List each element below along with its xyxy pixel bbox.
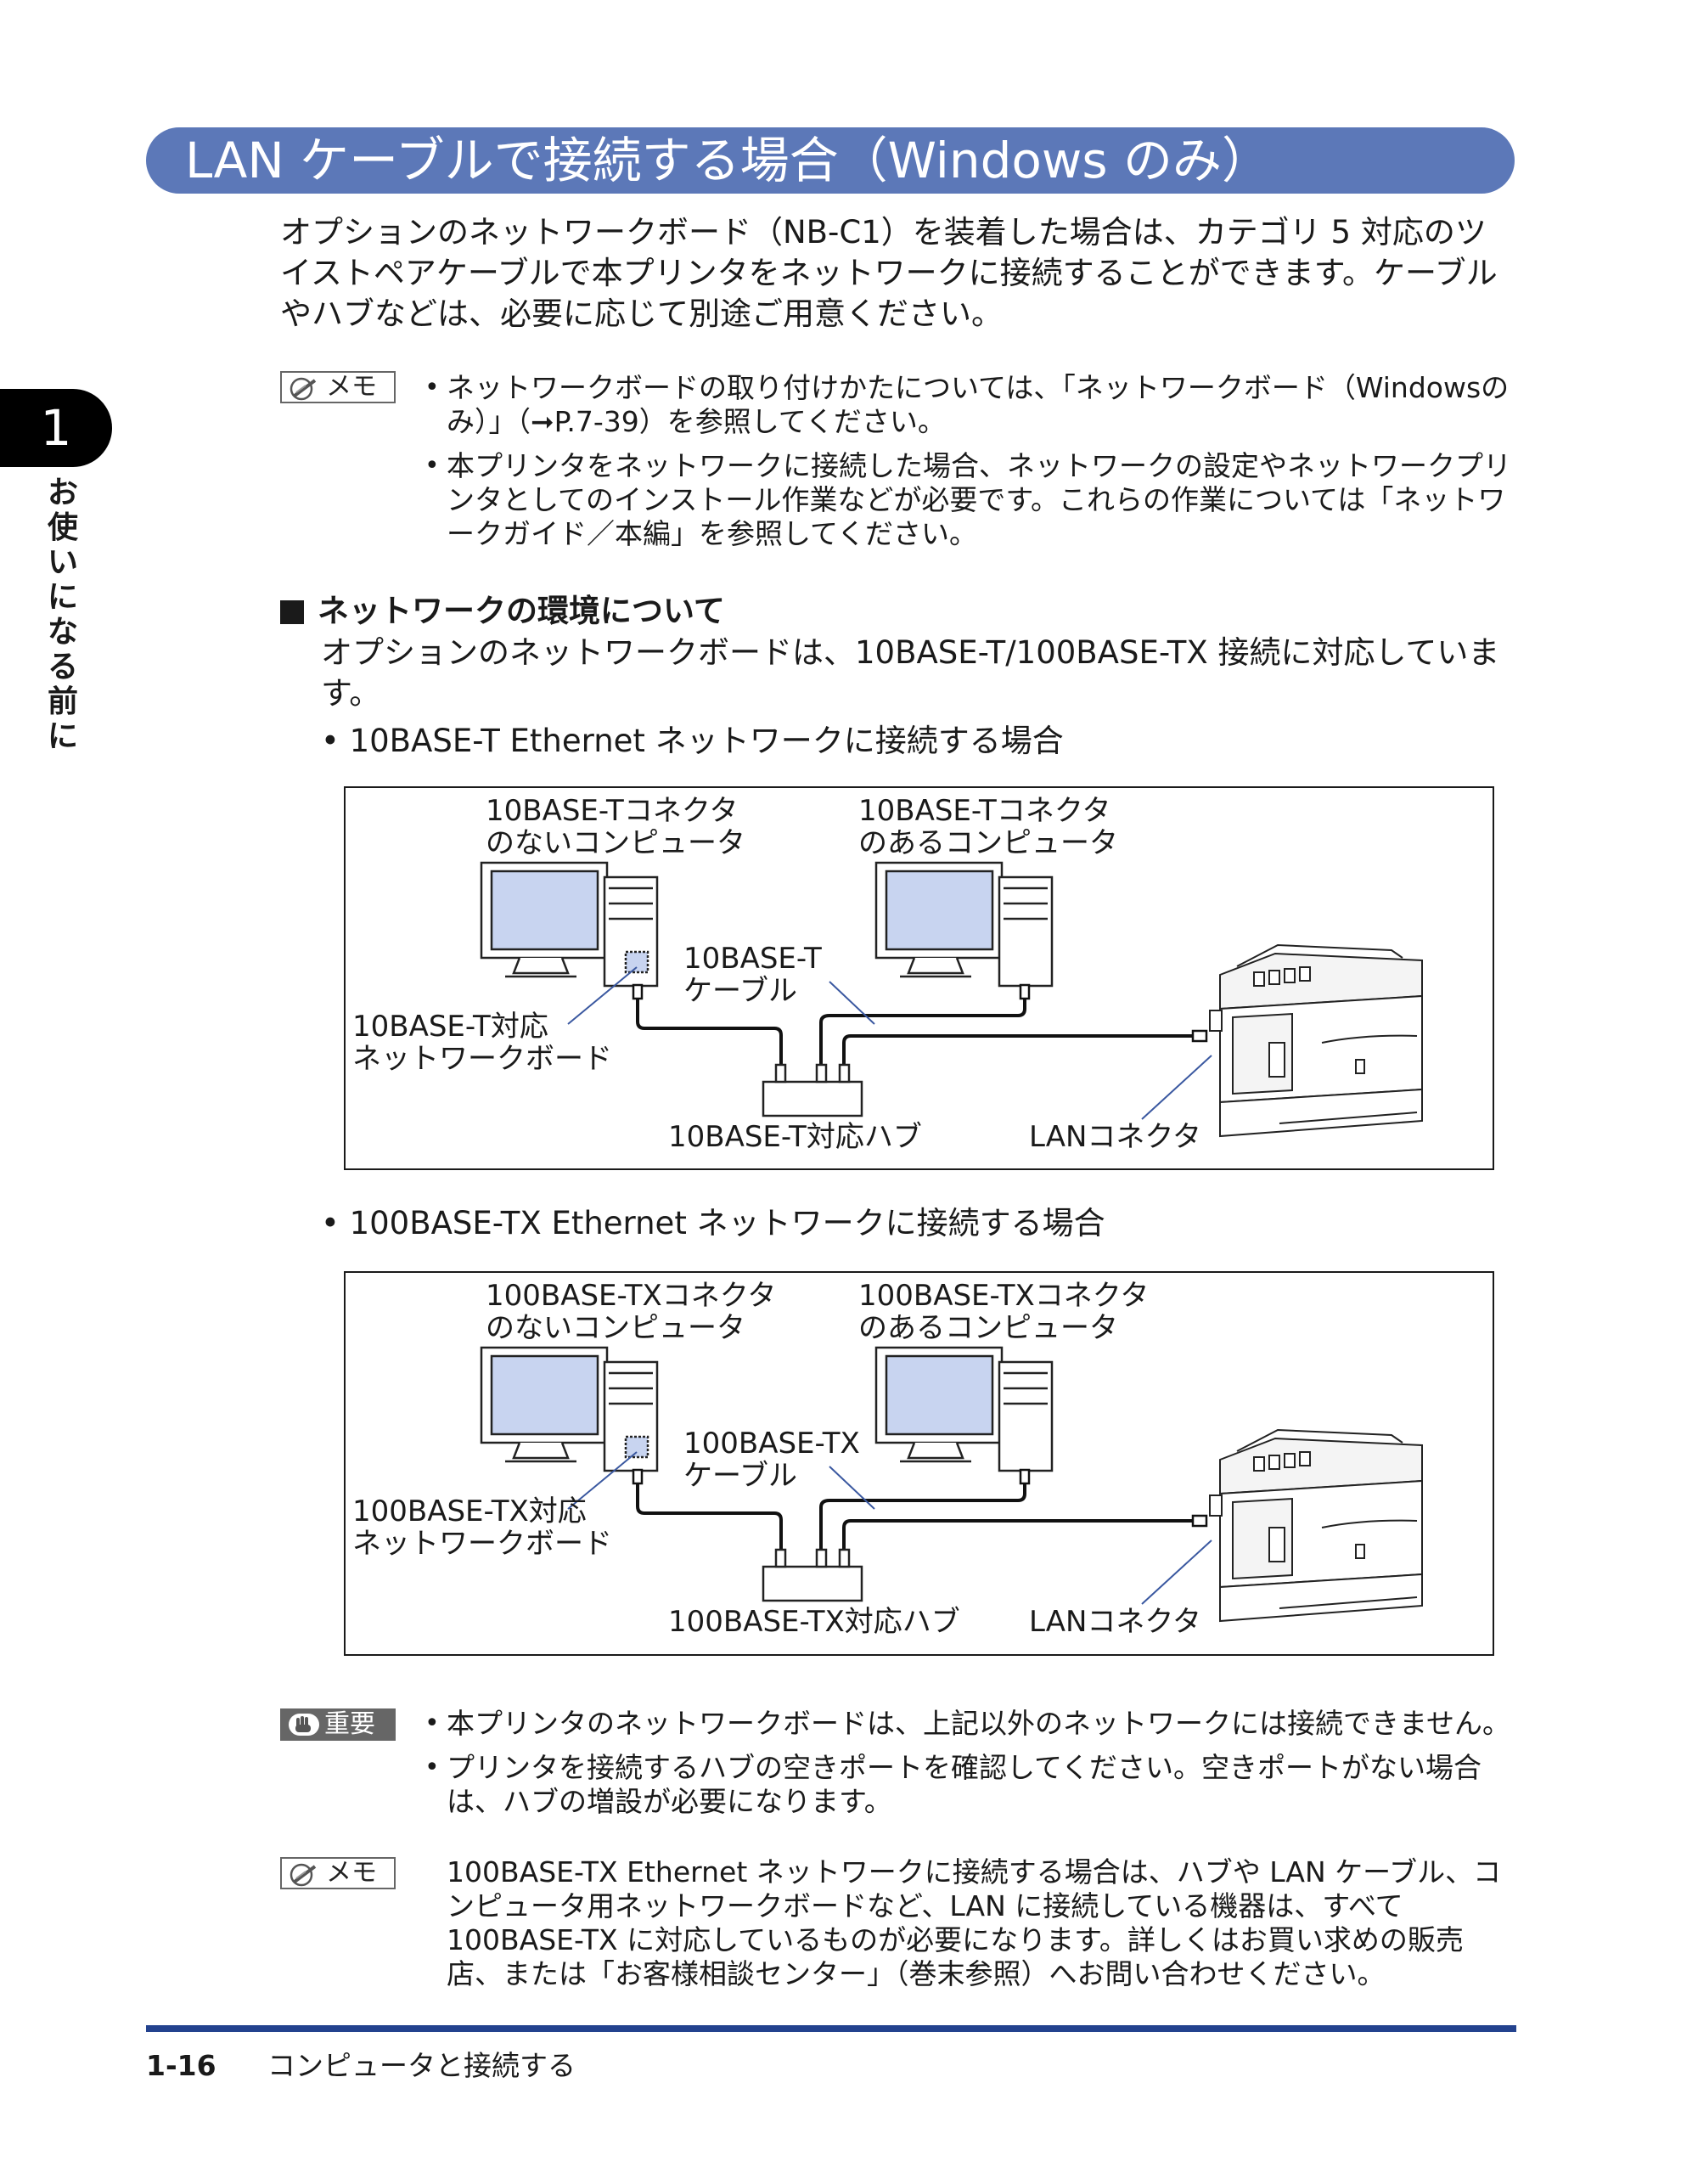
- label-pc-without-connector: 100BASE-TXコネクタのないコンピュータ: [486, 1279, 777, 1345]
- chapter-side-label: お使いになる前に: [47, 476, 78, 754]
- memo-text: 100BASE-TX Ethernet ネットワークに接続する場合は、ハブや L…: [447, 1855, 1502, 1990]
- printer: [1209, 1428, 1423, 1623]
- section-heading-text: ネットワークの環境について: [318, 593, 725, 629]
- diagram-drawing: [480, 861, 1423, 1138]
- hub: [762, 1548, 863, 1602]
- page-title: LAN ケーブルで接続する場合（Windows のみ）: [185, 132, 1272, 189]
- diagram-caption-text: 100BASE-TX Ethernet ネットワークに接続する場合: [349, 1205, 1105, 1241]
- important-badge-label: 重要: [324, 1709, 375, 1739]
- bullet: •: [424, 373, 440, 402]
- memo-item: 本プリンタをネットワークに接続した場合、ネットワークの設定やネットワークプリンタ…: [447, 449, 1511, 550]
- square-bullet-icon: [280, 600, 304, 624]
- important-badge: 重要: [280, 1708, 396, 1741]
- memo-badge: メモ: [280, 1857, 396, 1889]
- leader-lines: [567, 1451, 1212, 1605]
- computer-with-connector: [874, 861, 1054, 988]
- bullet: •: [424, 451, 440, 481]
- diagram-caption-text: 10BASE-T Ethernet ネットワークに接続する場合: [349, 723, 1064, 759]
- network-diagram-10base-t: 10BASE-Tコネクタのないコンピュータ 10BASE-Tコネクタのあるコンピ…: [344, 786, 1494, 1170]
- pencil-icon: [290, 1863, 317, 1887]
- hand-stop-icon: [289, 1714, 319, 1736]
- label-pc-with-connector: 10BASE-Tコネクタのあるコンピュータ: [858, 794, 1118, 860]
- label-network-board: 10BASE-T対応ネットワークボード: [352, 1010, 612, 1076]
- diagram-caption: • 100BASE-TX Ethernet ネットワークに接続する場合: [321, 1204, 1105, 1243]
- label-lan-connector: LANコネクタ: [1029, 1120, 1202, 1154]
- diagram-drawing: [480, 1346, 1423, 1623]
- printer: [1209, 943, 1423, 1138]
- footer-title: コンピュータと接続する: [267, 2049, 576, 2082]
- memo-badge: メモ: [280, 371, 396, 403]
- memo-badge-label: メモ: [326, 372, 377, 402]
- bullet: •: [321, 1205, 340, 1241]
- label-hub: 100BASE-TX対応ハブ: [668, 1605, 960, 1639]
- computer-without-connector: [480, 861, 659, 988]
- cables: [632, 983, 1208, 1064]
- network-diagram-100base-tx: 100BASE-TXコネクタのないコンピュータ 100BASE-TXコネクタのあ…: [344, 1271, 1494, 1656]
- bullet: •: [424, 1753, 440, 1782]
- important-item: プリンタを接続するハブの空きポートを確認してください。空きポートがない場合は、ハ…: [447, 1751, 1482, 1818]
- computer-with-connector: [874, 1346, 1054, 1472]
- important-list: • 本プリンタのネットワークボードは、上記以外のネットワークには接続できません。…: [424, 1707, 1520, 1826]
- computer-without-connector: [480, 1346, 659, 1472]
- bullet: •: [424, 1708, 440, 1738]
- label-lan-connector: LANコネクタ: [1029, 1605, 1202, 1639]
- cables: [632, 1468, 1208, 1549]
- page-number: 1-16: [146, 2049, 216, 2082]
- intro-paragraph: オプションのネットワークボード（NB-C1）を装着した場合は、カテゴリ 5 対応…: [280, 214, 1498, 332]
- chapter-number: 1: [40, 399, 72, 457]
- memo-badge-label: メモ: [326, 1858, 377, 1888]
- diagram-caption: • 10BASE-T Ethernet ネットワークに接続する場合: [321, 722, 1064, 761]
- label-hub: 10BASE-T対応ハブ: [668, 1120, 922, 1154]
- footer-rule: [146, 2025, 1516, 2032]
- bullet: •: [321, 723, 340, 759]
- pencil-icon: [290, 377, 317, 401]
- memo-item: ネットワークボードの取り付けかたについては、「ネットワークボード（Windows…: [447, 371, 1510, 438]
- leader-lines: [567, 966, 1212, 1120]
- memo-list: • ネットワークボードの取り付けかたについては、「ネットワークボード（Windo…: [424, 371, 1520, 550]
- label-pc-with-connector: 100BASE-TXコネクタのあるコンピュータ: [858, 1279, 1150, 1345]
- section-body: オプションのネットワークボードは、10BASE-T/100BASE-TX 接続に…: [321, 634, 1500, 712]
- chapter-tab: [0, 389, 112, 467]
- hub: [762, 1063, 863, 1117]
- important-item: 本プリンタのネットワークボードは、上記以外のネットワークには接続できません。: [447, 1707, 1511, 1740]
- label-network-board: 100BASE-TX対応ネットワークボード: [352, 1494, 612, 1561]
- label-pc-without-connector: 10BASE-Tコネクタのないコンピュータ: [486, 794, 745, 860]
- section-heading: ネットワークの環境について: [280, 592, 725, 631]
- title-bar: [146, 127, 1515, 194]
